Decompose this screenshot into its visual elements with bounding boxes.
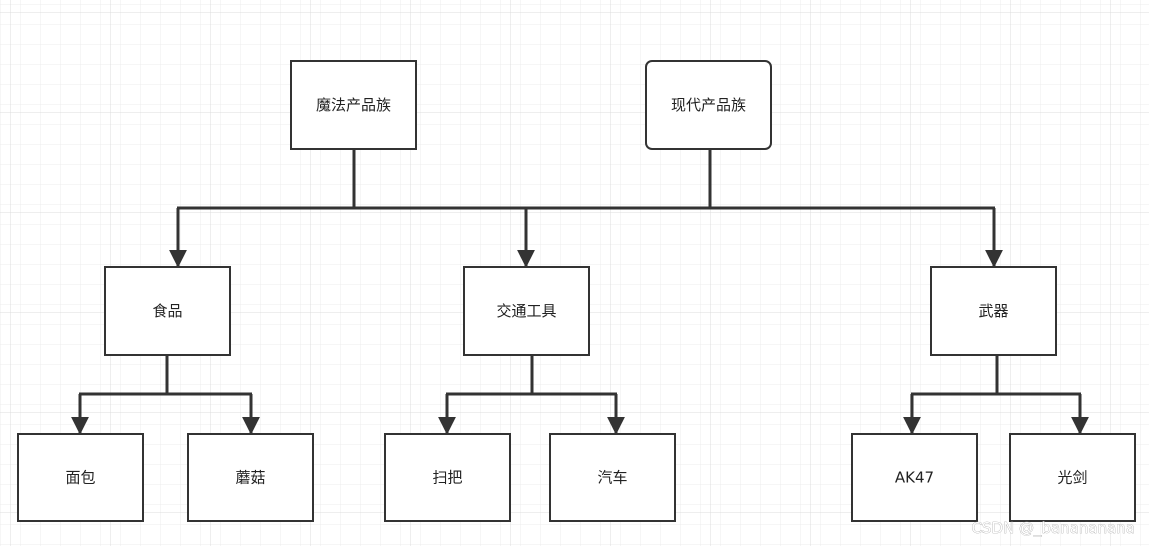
node-label: 食品 bbox=[152, 302, 182, 320]
node-box[interactable] bbox=[187, 433, 314, 522]
node-box[interactable] bbox=[463, 266, 590, 356]
node-box[interactable] bbox=[290, 60, 417, 150]
node-label: 光剑 bbox=[1057, 469, 1087, 487]
node-box[interactable] bbox=[549, 433, 676, 522]
node-car[interactable]: 汽车 bbox=[549, 433, 676, 522]
node-transport[interactable]: 交通工具 bbox=[463, 266, 590, 356]
node-label: 武器 bbox=[978, 302, 1008, 320]
connectors bbox=[71, 149, 1089, 435]
node-label: 扫把 bbox=[432, 469, 462, 487]
node-label: AK47 bbox=[895, 469, 934, 487]
node-label: 魔法产品族 bbox=[316, 96, 391, 114]
node-label: 蘑菇 bbox=[235, 469, 265, 487]
node-box[interactable] bbox=[930, 266, 1057, 356]
node-label: 交通工具 bbox=[496, 302, 556, 320]
node-broom[interactable]: 扫把 bbox=[384, 433, 511, 522]
node-ak47[interactable]: AK47 bbox=[851, 433, 978, 522]
node-weapon[interactable]: 武器 bbox=[930, 266, 1057, 356]
node-box[interactable] bbox=[104, 266, 231, 356]
node-bread[interactable]: 面包 bbox=[17, 433, 144, 522]
node-label: 汽车 bbox=[597, 469, 627, 487]
node-box[interactable] bbox=[851, 433, 978, 522]
node-modern[interactable]: 现代产品族 bbox=[645, 60, 772, 150]
node-label: 面包 bbox=[65, 469, 95, 487]
node-food[interactable]: 食品 bbox=[104, 266, 231, 356]
node-box[interactable] bbox=[645, 60, 772, 150]
node-mushroom[interactable]: 蘑菇 bbox=[187, 433, 314, 522]
node-lightsaber[interactable]: 光剑 bbox=[1009, 433, 1136, 522]
node-magic[interactable]: 魔法产品族 bbox=[290, 60, 417, 150]
node-box[interactable] bbox=[1009, 433, 1136, 522]
node-label: 现代产品族 bbox=[671, 96, 746, 114]
watermark: CSDN @_banananana bbox=[971, 519, 1135, 538]
node-box[interactable] bbox=[17, 433, 144, 522]
node-box[interactable] bbox=[384, 433, 511, 522]
